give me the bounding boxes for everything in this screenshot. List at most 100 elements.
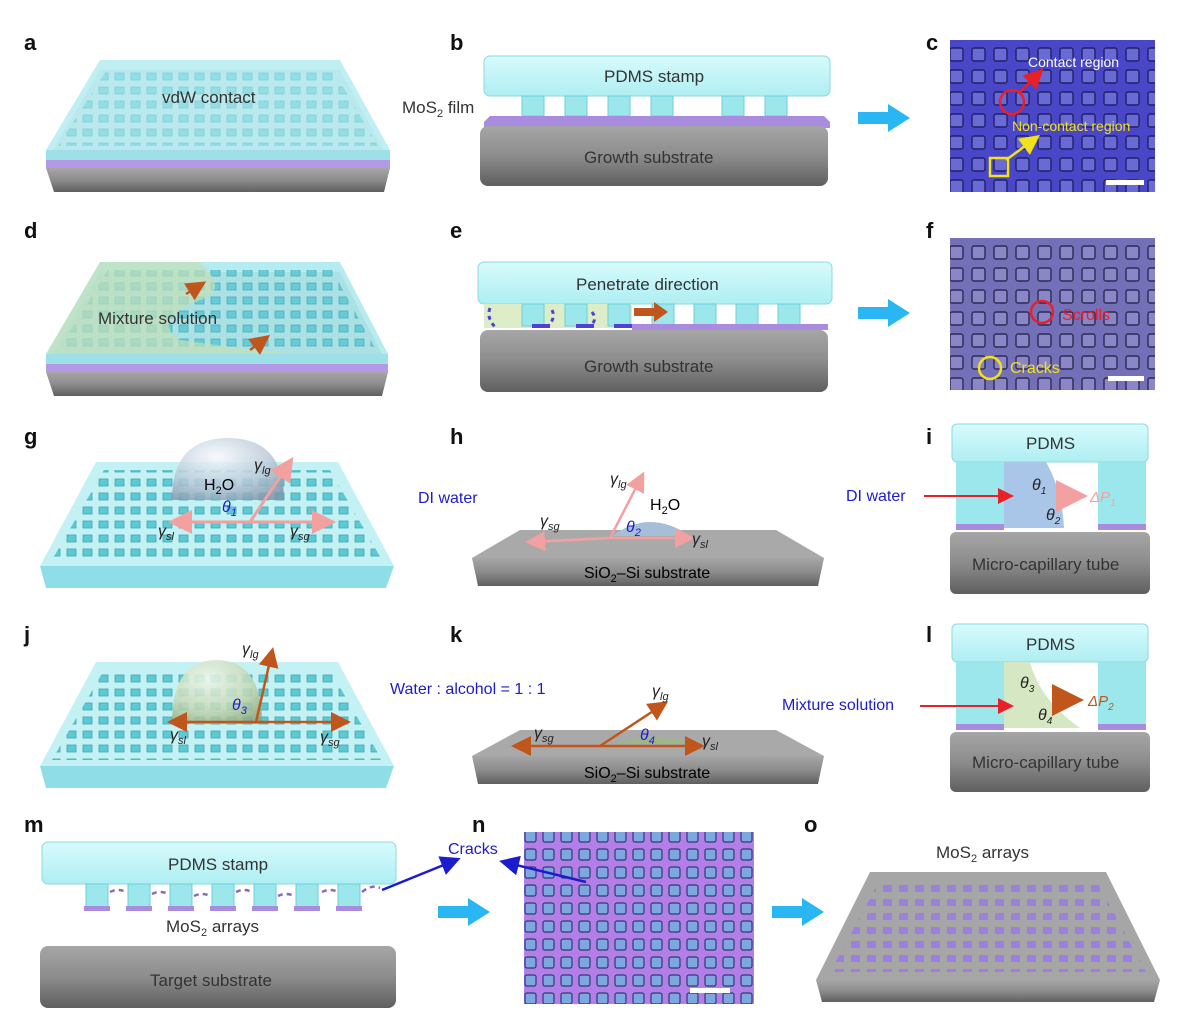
mos2-arrays-label-o: MoS2 arrays xyxy=(936,843,1029,865)
panel-d: Mixture solution xyxy=(46,262,388,396)
di-water-label-i: DI water xyxy=(846,488,906,505)
panel-letter-k: k xyxy=(450,622,463,647)
pdms-label-l: PDMS xyxy=(1026,635,1075,654)
pdms-stamp-label: PDMS stamp xyxy=(604,67,704,86)
water-alcohol-label: Water : alcohol = 1 : 1 xyxy=(390,681,546,698)
panel-letter-o: o xyxy=(804,812,817,837)
micrograph-c xyxy=(950,40,1155,192)
mos2-arrays-label-m: MoS2 arrays xyxy=(166,917,259,939)
h2o-label-g: H2O xyxy=(204,477,234,497)
panel-letter-l: l xyxy=(926,622,932,647)
gamma-sl-label-h: γsl xyxy=(692,531,709,551)
panel-letter-n: n xyxy=(472,812,485,837)
gamma-sl-label-g: γsl xyxy=(158,523,175,543)
panel-o: MoS2 arrays xyxy=(816,843,1160,1002)
penetrate-direction-label: Penetrate direction xyxy=(576,275,719,294)
panel-letter-f: f xyxy=(926,218,934,243)
pdms-stamp-label-m: PDMS stamp xyxy=(168,855,268,874)
theta3-label-j: θ3 xyxy=(232,697,248,717)
mixture-droplet-k xyxy=(612,738,700,744)
theta1-label-i: θ1 xyxy=(1032,477,1046,497)
panel-b: PDMS stamp Growth substrate MoS2 film xyxy=(402,55,831,186)
micro-capillary-tube-l xyxy=(950,732,1150,792)
mixture-solution-label-l: Mixture solution xyxy=(782,697,894,714)
panel-a: vdW contact xyxy=(46,60,390,192)
water-droplet-h xyxy=(612,522,690,536)
micro-capillary-label-l: Micro-capillary tube xyxy=(972,753,1119,772)
panel-letter-b: b xyxy=(450,30,463,55)
process-arrows xyxy=(438,104,910,926)
gamma-lg-label-g: γlg xyxy=(254,457,271,477)
scale-bar-f xyxy=(1108,376,1144,381)
theta2-label-i: θ2 xyxy=(1046,507,1061,527)
cracks-label-f: Cracks xyxy=(1010,360,1060,377)
gamma-sg-label-j: γsg xyxy=(320,729,341,749)
growth-substrate-label-e: Growth substrate xyxy=(584,357,713,376)
panel-h: DI water γlg H2O γsg θ2 γsl SiO2–Si subs… xyxy=(418,471,824,586)
panel-letter-c: c xyxy=(926,30,938,55)
theta4-label-k: θ4 xyxy=(640,727,655,747)
pdms-l xyxy=(951,623,1149,663)
non-contact-region-marker xyxy=(988,156,1010,178)
target-substrate xyxy=(40,946,396,1008)
theta2-label-h: θ2 xyxy=(626,519,641,539)
water-droplet xyxy=(172,438,284,500)
sio2-si-label-h: SiO2–Si substrate xyxy=(584,565,710,585)
delta-p2-label: ΔP2 xyxy=(1087,693,1114,713)
scale-bar-n xyxy=(690,988,730,993)
scale-bar-c xyxy=(1106,180,1144,185)
h2o-label-h: H2O xyxy=(650,497,680,517)
scrolls-label: Scrolls xyxy=(1062,307,1110,324)
panel-letter-i: i xyxy=(926,424,932,449)
panel-m: PDMS stamp MoS2 arrays Target substrate xyxy=(40,841,461,1008)
growth-substrate xyxy=(480,126,828,186)
cracks-label-n: Cracks xyxy=(448,841,498,858)
panel-letter-d: d xyxy=(24,218,37,243)
panel-n: Cracks xyxy=(448,832,754,1004)
cracks-marker xyxy=(977,355,1003,381)
panel-letter-g: g xyxy=(24,424,37,449)
gamma-sg-label-h: γsg xyxy=(540,513,561,533)
gamma-lg-label-j: γlg xyxy=(242,641,259,661)
delta-p1-label: ΔP1 xyxy=(1089,489,1116,509)
panel-i: PDMS Micro-capillary tube DI water ΔP1 θ… xyxy=(846,423,1150,594)
pdms-i xyxy=(951,423,1149,463)
theta4-label-l: θ4 xyxy=(1038,707,1053,727)
gamma-lg-label-k: γlg xyxy=(652,683,669,703)
panel-l: PDMS Micro-capillary tube Mixture soluti… xyxy=(782,623,1150,792)
contact-region-label: Contact region xyxy=(1028,54,1119,70)
mixture-solution-label-d: Mixture solution xyxy=(98,309,217,328)
panel-j: γlg θ3 γsl γsg xyxy=(40,641,394,788)
stamp-pillars xyxy=(521,95,788,117)
di-water-label-h: DI water xyxy=(418,490,478,507)
mos2-film-label: MoS2 film xyxy=(402,98,474,120)
panel-k: Water : alcohol = 1 : 1 γlg γsg θ4 γsl S… xyxy=(390,681,824,785)
panel-letter-j: j xyxy=(23,622,30,647)
panel-letter-e: e xyxy=(450,218,462,243)
panel-letter-a: a xyxy=(24,30,37,55)
contact-region-marker xyxy=(998,88,1026,116)
pdms-label-i: PDMS xyxy=(1026,434,1075,453)
growth-substrate-e xyxy=(480,330,828,392)
micro-capillary-tube-i xyxy=(950,532,1150,594)
panel-c: Contact region Non-contact region xyxy=(950,40,1155,192)
gamma-sl-label-j: γsl xyxy=(170,727,187,747)
micro-capillary-label-i: Micro-capillary tube xyxy=(972,555,1119,574)
gamma-sg-label-k: γsg xyxy=(534,725,555,745)
panel-letter-h: h xyxy=(450,424,463,449)
mos2-film xyxy=(484,116,830,128)
scrolls-marker xyxy=(1029,299,1055,325)
gamma-sl-label-k: γsl xyxy=(702,733,719,753)
growth-substrate-label: Growth substrate xyxy=(584,148,713,167)
gamma-sg-label-g: γsg xyxy=(290,523,311,543)
mixture-droplet xyxy=(172,660,262,724)
sio2-si-label-k: SiO2–Si substrate xyxy=(584,765,710,785)
theta3-label-l: θ3 xyxy=(1020,675,1035,695)
target-substrate-label: Target substrate xyxy=(150,971,272,990)
panel-f: Scrolls Cracks xyxy=(950,238,1155,390)
micrograph-n xyxy=(524,832,754,1004)
panel-e: Penetrate direction Growth substrate xyxy=(477,261,833,392)
panel-g: H2O θ1 γlg γsl γsg xyxy=(40,438,394,588)
non-contact-region-label: Non-contact region xyxy=(1012,118,1130,134)
